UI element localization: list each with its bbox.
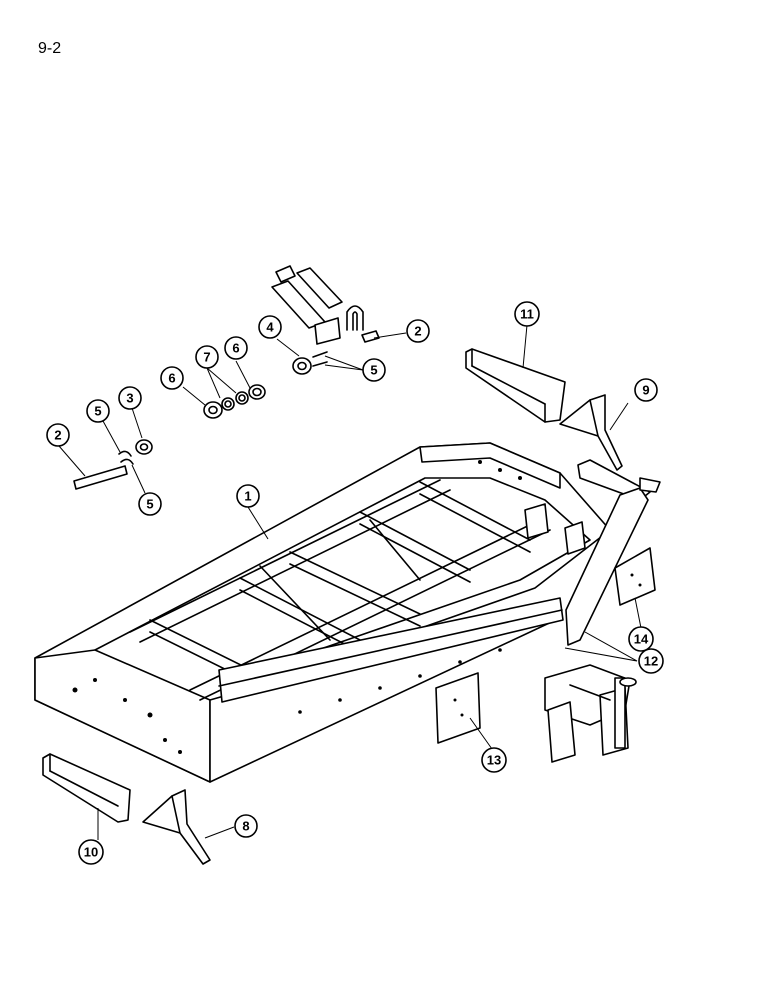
callout-7: 7 <box>195 345 219 369</box>
svg-text:5: 5 <box>146 497 153 512</box>
callout-1: 1 <box>236 484 260 508</box>
svg-text:2: 2 <box>54 428 61 443</box>
bearing-assembly <box>292 351 328 375</box>
callout-12: 12 <box>638 648 664 674</box>
callout-5-left-bottom: 5 <box>138 492 162 516</box>
svg-text:3: 3 <box>126 391 133 406</box>
page-reference: 9-2 <box>38 40 62 57</box>
bracket-left <box>142 789 211 865</box>
callout-6-right: 6 <box>224 336 248 360</box>
callout-8: 8 <box>234 814 258 838</box>
svg-text:12: 12 <box>644 654 658 669</box>
svg-text:7: 7 <box>203 350 210 365</box>
bracket-right <box>559 394 623 471</box>
bushing-left <box>135 439 153 455</box>
callout-5-upper: 5 <box>362 358 386 382</box>
main-frame <box>34 442 611 783</box>
plate-right <box>614 547 656 606</box>
callout-11: 11 <box>514 301 540 327</box>
rail-front <box>218 597 564 703</box>
callout-4: 4 <box>258 315 282 339</box>
callout-3: 3 <box>118 386 142 410</box>
callout-2-left: 2 <box>46 423 70 447</box>
clips-left <box>118 450 134 465</box>
washer-stack <box>203 384 266 419</box>
svg-text:2: 2 <box>414 324 421 339</box>
hitch-assembly <box>544 664 637 763</box>
svg-text:5: 5 <box>94 404 101 419</box>
svg-text:6: 6 <box>232 341 239 356</box>
callout-10: 10 <box>78 839 104 865</box>
callout-2-upper: 2 <box>406 319 430 343</box>
upper-linkage-arms <box>271 265 343 345</box>
svg-text:11: 11 <box>520 307 534 322</box>
leader-lines <box>58 324 642 840</box>
svg-text:10: 10 <box>84 845 98 860</box>
callout-9: 9 <box>634 378 658 402</box>
svg-text:5: 5 <box>370 363 377 378</box>
callout-14: 14 <box>628 626 654 652</box>
pin-upper <box>361 330 380 343</box>
svg-text:1: 1 <box>244 489 251 504</box>
svg-text:9: 9 <box>642 383 649 398</box>
svg-text:4: 4 <box>266 320 274 335</box>
pin-left <box>73 465 128 490</box>
svg-text:6: 6 <box>168 371 175 386</box>
shield-right <box>465 348 566 423</box>
rail-right <box>565 459 661 646</box>
shield-left <box>42 753 131 823</box>
callout-13: 13 <box>481 747 507 773</box>
callout-5-left-top: 5 <box>86 399 110 423</box>
callout-6-left: 6 <box>160 366 184 390</box>
svg-text:14: 14 <box>634 632 649 647</box>
svg-text:8: 8 <box>242 819 249 834</box>
plate-center <box>435 672 481 744</box>
u-bolt <box>346 305 364 331</box>
svg-text:13: 13 <box>487 753 501 768</box>
